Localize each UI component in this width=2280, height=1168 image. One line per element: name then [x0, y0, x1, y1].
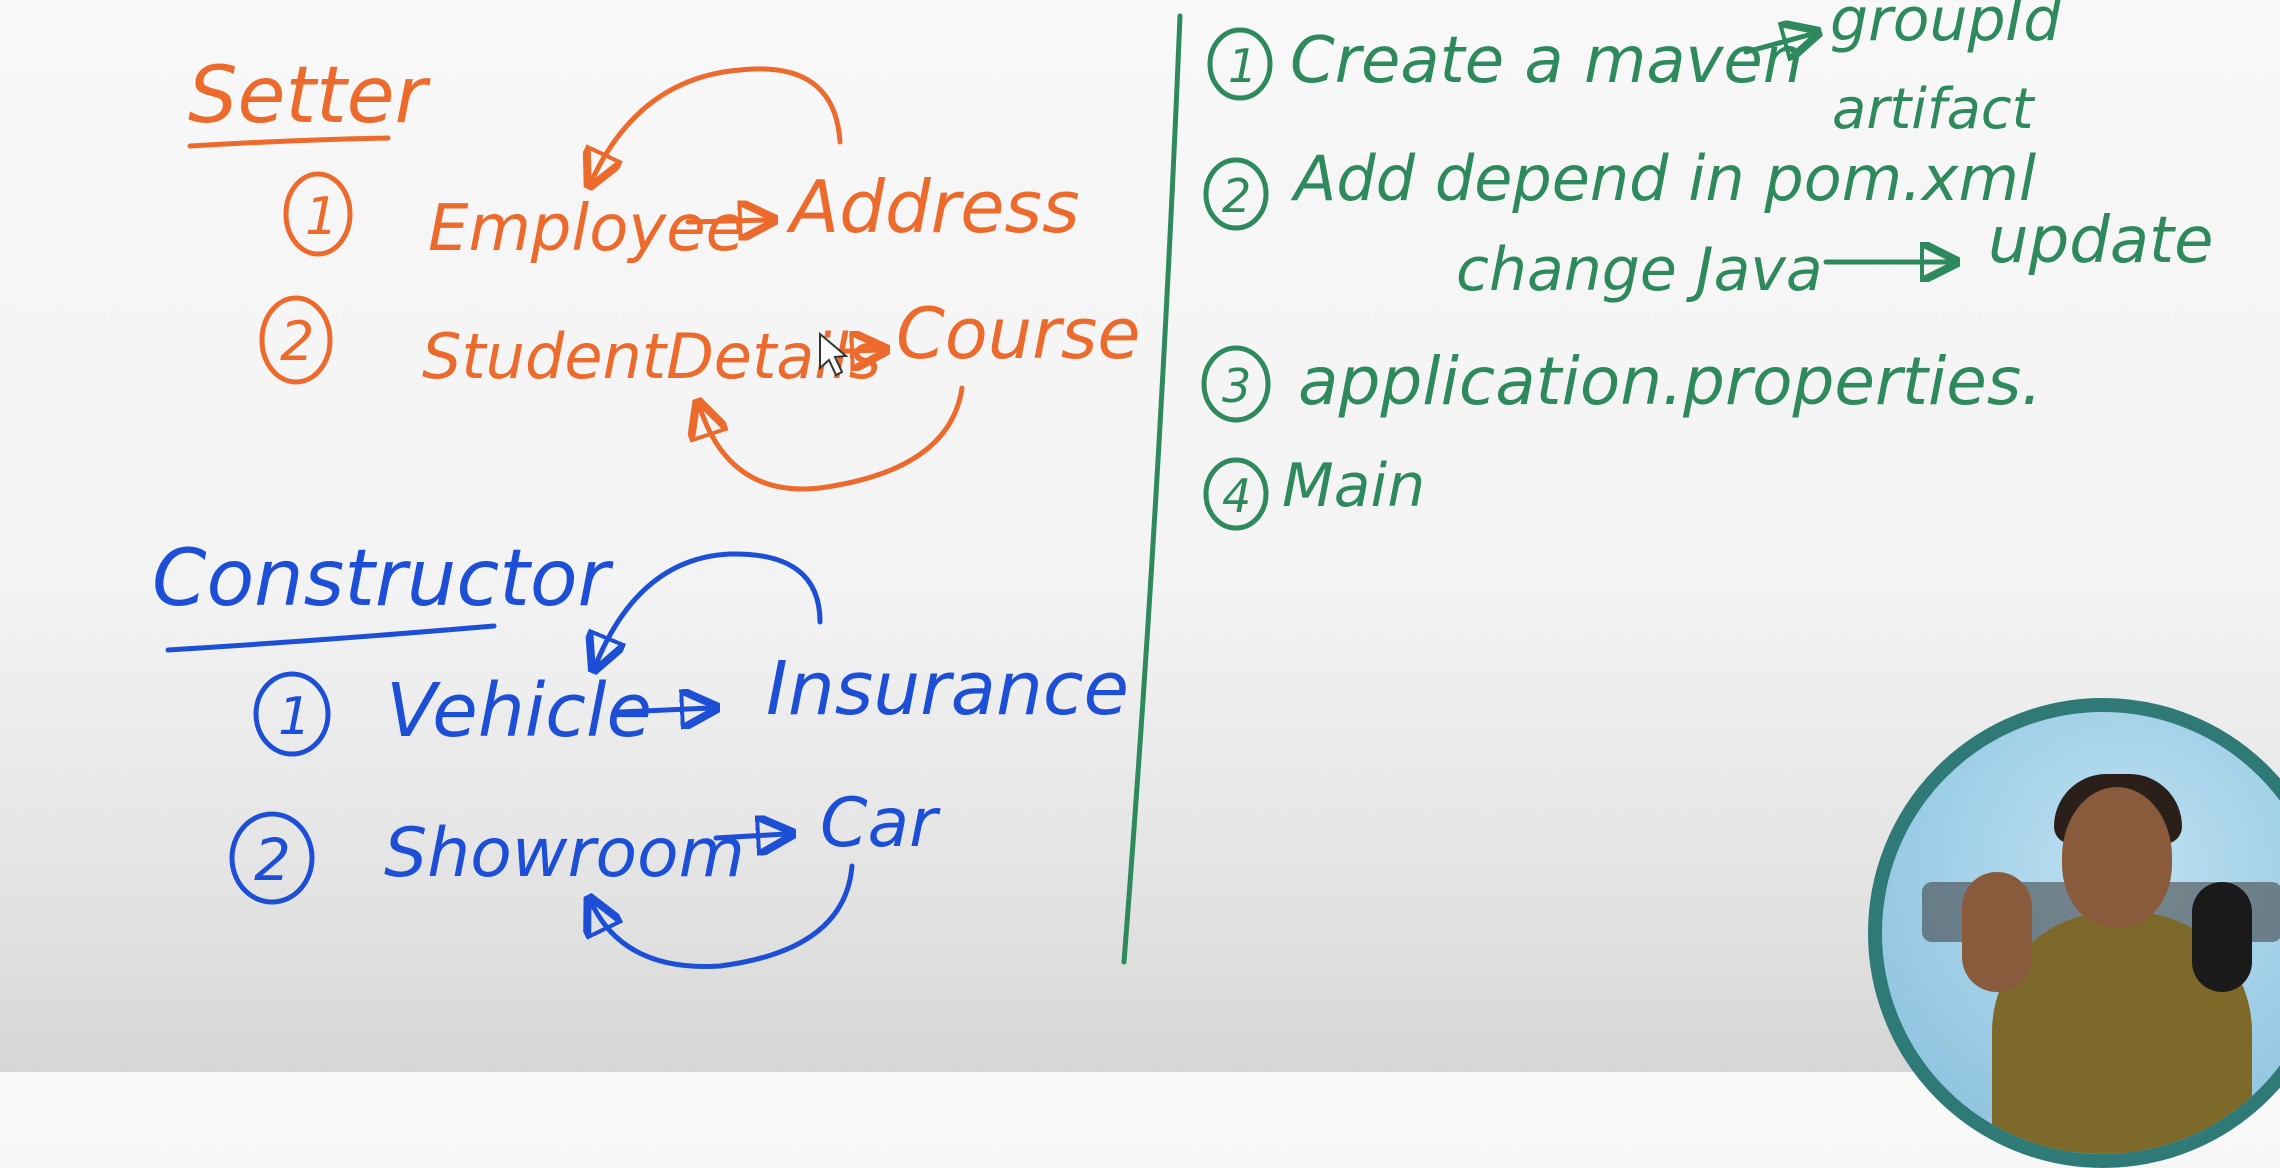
step-text-2: Add depend in pom.xml: [1290, 142, 2036, 215]
constructor-underline: [165, 623, 497, 653]
step-num-1: 1: [1228, 39, 1257, 93]
constructor-num-2: 2: [254, 826, 291, 894]
vertical-divider: [1121, 13, 1183, 965]
setter-from-2: StudentDetails: [422, 320, 881, 393]
setter-loop-arrow-2: [700, 385, 965, 492]
microphone-icon: [2192, 882, 2252, 992]
step-arrow-target-2: update: [1988, 204, 2214, 278]
constructor-arrow-2: [713, 834, 786, 838]
constructor-to-2: Car: [820, 784, 941, 863]
step-num-3: 3: [1222, 359, 1251, 413]
step-num-1-circle: [1207, 27, 1273, 101]
step-text-3: application.properties.: [1298, 343, 2042, 420]
setter-to-2: Course: [896, 293, 1140, 375]
constructor-num-1-circle: [253, 671, 331, 757]
setter-num-2: 2: [280, 310, 314, 373]
step-num-2: 2: [1222, 169, 1251, 223]
constructor-to-1: Insurance: [766, 646, 1129, 732]
setter-num-2-circle: [259, 295, 333, 385]
setter-from-1: Employee: [428, 192, 745, 266]
constructor-from-2: Showroom: [384, 814, 745, 893]
whiteboard: Setter 1 Employee Address 2 StudentDetai…: [152, 0, 2214, 969]
setter-underline: [187, 135, 391, 149]
constructor-from-1: Vehicle: [386, 668, 652, 754]
constructor-num-1: 1: [278, 687, 311, 747]
setter-heading: Setter: [188, 51, 432, 141]
constructor-arrow-1: [617, 708, 710, 712]
constructor-loop-arrow-2: [592, 863, 855, 969]
presenter-hand: [1962, 872, 2032, 992]
setter-arrow-1: [685, 220, 768, 222]
presenter-head: [2062, 787, 2172, 927]
constructor-heading: Constructor: [152, 534, 615, 624]
setter-loop-arrow-1: [592, 66, 843, 180]
step-num-2-circle: [1203, 157, 1269, 231]
mouse-cursor-icon: [819, 331, 849, 377]
step-sub-2: change Java: [1456, 235, 1823, 305]
step-num-4: 4: [1222, 469, 1251, 523]
step-arrow-1: [1743, 34, 1812, 52]
setter-num-1-circle: [283, 171, 353, 257]
step-arrow-target-1: groupId: [1830, 0, 2062, 55]
step-text-1: Create a maven: [1290, 24, 1803, 98]
step-num-3-circle: [1201, 345, 1271, 423]
constructor-num-2-circle: [229, 811, 315, 905]
setter-to-1: Address: [786, 165, 1080, 249]
setter-num-1: 1: [305, 187, 338, 247]
step-num-4-circle: [1203, 457, 1269, 531]
constructor-loop-arrow-1: [596, 551, 823, 664]
step-extra-1: artifact: [1832, 77, 2036, 142]
step-text-4: Main: [1282, 451, 1425, 521]
